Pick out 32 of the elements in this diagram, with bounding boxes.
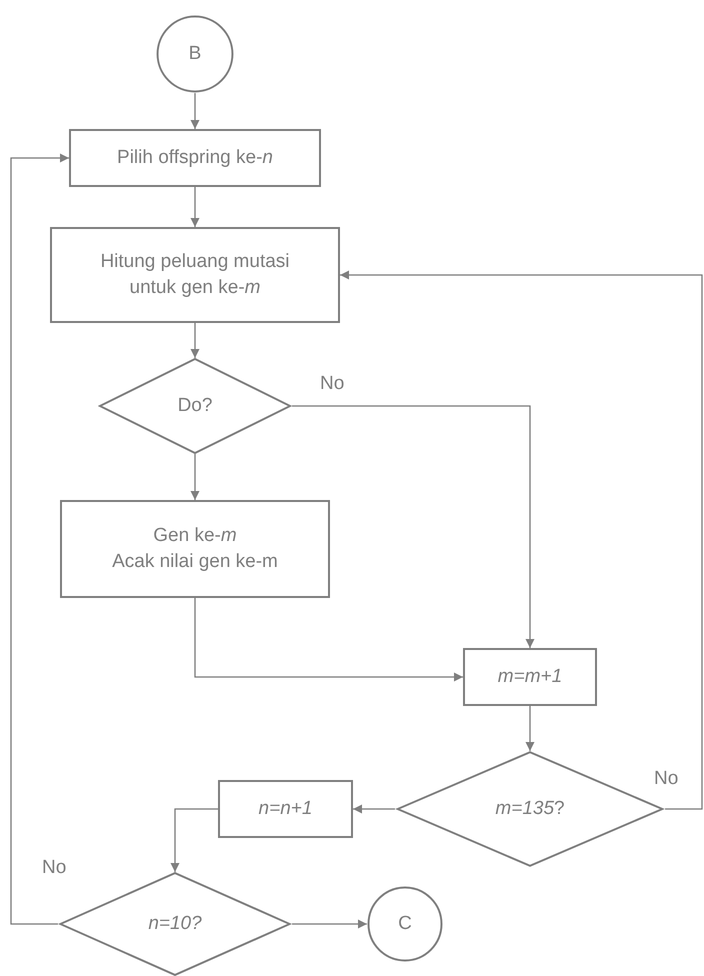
arrow: [340, 270, 703, 810]
arrow: [292, 920, 367, 928]
node-text: Hitung peluang mutasi untuk gen ke-m: [99, 250, 291, 300]
arrow: [353, 804, 395, 814]
process-box: [50, 227, 340, 323]
arrow: [292, 405, 534, 648]
arrow: [170, 808, 218, 872]
node-text: B: [188, 42, 202, 66]
process-box: [69, 129, 321, 187]
decision-diamond: [98, 358, 292, 454]
arrow: [10, 154, 69, 925]
process-box: [60, 500, 330, 598]
node-text: Pilih offspring ke-n: [117, 146, 273, 170]
arrow: [190, 187, 200, 227]
connector-circle: [367, 886, 443, 962]
node-text: n=n+1: [258, 797, 312, 821]
node-text: Gen ke-m: [153, 524, 237, 548]
arrow: [190, 454, 200, 500]
node-text: n=10?: [148, 912, 202, 936]
arrow: [190, 93, 200, 129]
decision-diamond: [58, 872, 292, 976]
process-box: [218, 780, 353, 838]
connector-circle: [156, 15, 234, 93]
arrow: [526, 706, 534, 751]
arrow: [190, 323, 200, 358]
node-text: m=135?: [495, 797, 565, 821]
node-text: C: [398, 912, 412, 936]
node-text: Do?: [178, 394, 212, 418]
arrow: [194, 598, 463, 682]
node-text: m=m+1: [498, 665, 562, 689]
process-box: [463, 648, 597, 706]
node-text: Acak nilai gen ke-m: [112, 550, 278, 574]
